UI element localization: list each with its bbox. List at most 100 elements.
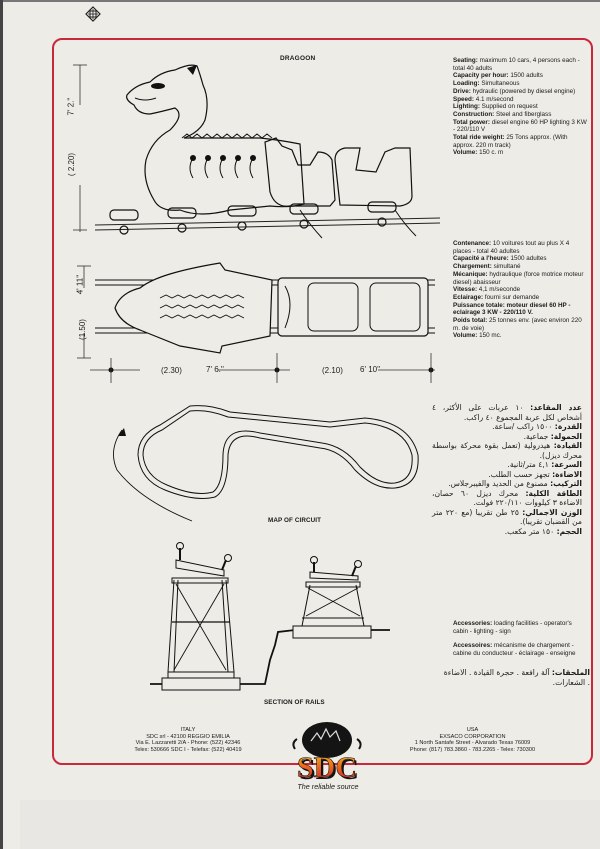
tagline: The reliable source: [297, 782, 359, 791]
dragon-side-view-drawing: [73, 64, 441, 239]
scan-edge-left: [0, 0, 3, 849]
spec-label: Eclairage:: [453, 293, 484, 301]
spec-value: fourni sur demande: [483, 293, 540, 301]
spec-value: ١٠ عربات على الأكثر، ٤ أشخاص لكل عربة ال…: [432, 403, 582, 422]
footer-usa-address: USA EXSACO CORPORATION 1 North Santafe S…: [390, 727, 555, 753]
spec-label: Chargement:: [453, 263, 492, 271]
country-label: ITALY: [180, 727, 196, 733]
spec-label: Volume:: [453, 149, 478, 157]
spec-label: Volume:: [453, 332, 478, 340]
dragon-top-view-drawing: [77, 262, 435, 383]
spec-label: Mécanique:: [453, 270, 488, 278]
spec-label: عدد المقاعد:: [530, 403, 582, 412]
spec-label: Total power:: [453, 118, 490, 126]
spec-value: diesel engine 60 HP lighting 3 KW - 220/…: [453, 118, 587, 134]
spec-label: Contenance:: [453, 240, 492, 247]
accessories-value: mécanisme de chargement - cabine du cond…: [453, 642, 576, 657]
sdc-logo: SDC SDC: [283, 722, 371, 786]
circuit-map-drawing: [113, 405, 419, 522]
spec-value: ٢٥ طن تقريبا (مع ٢٢٠ متر من القضبان تقري…: [432, 507, 582, 527]
spec-label: القيادة:: [553, 441, 582, 450]
ride-title: DRAGOON: [280, 55, 316, 62]
spec-value: 150 c. m: [477, 149, 504, 157]
specs-french: Contenance: 10 voitures tout au plus X 4…: [453, 240, 588, 340]
spec-value: جماعية.: [523, 431, 551, 441]
address-line: Via E. Lazzaretti 2/A - Phone: (522) 423…: [135, 740, 241, 747]
spec-label: الحجم:: [556, 526, 582, 536]
footer-italy-address: ITALY SDC srl - 42100 REGGIO EMILIA Via …: [108, 727, 268, 753]
spec-value: ١٥٠ متر مكعب.: [504, 526, 557, 536]
country-label: USA: [466, 727, 479, 733]
spec-value: مصنوع من الحديد والفيبرجلاس.: [448, 479, 551, 488]
spec-label: Capacity per hour:: [453, 72, 509, 80]
spec-label: Vitesse:: [453, 286, 478, 294]
accessories-value: loading facilities - operator's cabin - …: [453, 620, 572, 635]
spec-label: Seating:: [453, 57, 478, 64]
spec-label: القدرة:: [554, 422, 582, 431]
spec-value: hydraulic (powered by diesel engine): [470, 87, 576, 95]
accessories-arabic: الملحقات: آلة رافعة . حجرة القيادة . الا…: [442, 668, 590, 687]
specs-arabic: عدد المقاعد: ١٠ عربات على الأكثر، ٤ أشخا…: [432, 403, 582, 536]
logo-text: SDC: [297, 751, 357, 784]
spec-label: Speed:: [453, 95, 474, 103]
address-line: Telex: 530666 SDC I - Telefax: (522) 404…: [134, 746, 242, 753]
spec-value: 150 mc.: [477, 332, 502, 340]
spec-value: Steel and fiberglass: [494, 110, 552, 118]
spec-label: Total ride weight:: [453, 134, 505, 142]
accessories-french: Accessoires: mécanisme de chargement - c…: [453, 642, 588, 657]
head-length-metric: (2.30): [161, 366, 182, 375]
circuit-caption: MAP OF CIRCUIT: [268, 517, 322, 524]
spec-label: Puissance totale: moteur diesel 60 HP - …: [453, 301, 571, 317]
spec-label: الاضاءة:: [552, 469, 582, 479]
spec-value: 1500 adultes: [508, 255, 547, 263]
spec-value: 4,1 m/seconde: [477, 286, 521, 294]
spec-value: محرك ديزل ٦٠ حصان، الاضاءة ٣ كيلووات ٢٢٠…: [432, 488, 582, 508]
logo-shadow: SDC: [299, 753, 359, 786]
address-line: 1 North Santafe Street - Alvarado Texas …: [414, 740, 531, 747]
address-line: Phone: (817) 783.3860 - 783.2265 - Telex…: [409, 746, 536, 753]
accessories-label: Accessories:: [453, 620, 493, 627]
spec-value: 25 Tons approx. (With approx. 220 m trac…: [453, 134, 568, 149]
spec-label: Drive:: [453, 87, 471, 95]
spec-label: Capacité a l'heure:: [453, 255, 509, 263]
spec-value: Supplied on request: [479, 103, 538, 111]
spec-label: Construction:: [453, 110, 495, 118]
spec-value: 4.1 m/second: [474, 95, 514, 103]
spec-value: hydraulique (force motrice moteur diesel…: [453, 270, 584, 286]
spec-value: تجهز حسب الطلب.: [488, 469, 553, 479]
side-height-imperial: 7' 2.'': [66, 97, 76, 116]
top-width-metric: (1.50): [77, 319, 87, 340]
accessories-label: Accessoires:: [453, 642, 493, 649]
specs-english: Seating: maximum 10 cars, 4 persons each…: [453, 57, 588, 157]
spec-label: التركيب:: [550, 479, 582, 488]
spec-label: Poids total:: [453, 317, 488, 325]
car-length-imperial: 6' 10'': [360, 365, 381, 374]
red-page-frame: [52, 38, 593, 765]
spec-value: maximum 10 cars, 4 persons each - total …: [453, 57, 580, 72]
rail-section-drawing: [150, 542, 390, 691]
spec-label: الطاقة الكلية:: [525, 488, 582, 498]
spec-label: Lighting:: [453, 103, 480, 111]
scan-edge-top: [0, 0, 600, 2]
accessories-label: الملحقات:: [551, 668, 590, 677]
top-width-imperial: 4' 11'': [75, 274, 85, 295]
address-line: SDC srl - 42100 REGGIO EMILIA: [146, 733, 230, 740]
spec-label: الوزن الاجمالي:: [522, 507, 582, 517]
accessories-value: آلة رافعة . حجرة القيادة . الاضاءة . الش…: [443, 668, 590, 687]
spec-label: السرعة:: [551, 460, 582, 469]
spec-value: هيدرولية (تعمل بقوة محركة بواسطة محرك دي…: [432, 441, 582, 460]
spec-value: Simultaneous: [479, 80, 520, 88]
side-height-metric: ( 2.20): [67, 152, 77, 177]
spec-value: 25 tonnes env. (avec environ 220 m. de v…: [453, 317, 582, 332]
address-line: EXSACO CORPORATION: [439, 733, 506, 740]
ornament-icon: [85, 6, 101, 22]
spec-value: 10 voitures tout au plus X 4 places - to…: [453, 240, 570, 255]
accessories-english: Accessories: loading facilities - operat…: [453, 620, 588, 635]
spec-label: الحمولة:: [550, 431, 582, 441]
spec-value: ٤,١ متر/ثانية.: [507, 460, 552, 469]
spec-value: simultané: [491, 263, 521, 271]
rails-caption: SECTION OF RAILS: [264, 699, 325, 706]
scan-bottom-margin: [20, 800, 600, 849]
spec-label: Loading:: [453, 80, 480, 88]
spec-value: ١٥٠٠ راكب /ساعة.: [492, 422, 555, 431]
